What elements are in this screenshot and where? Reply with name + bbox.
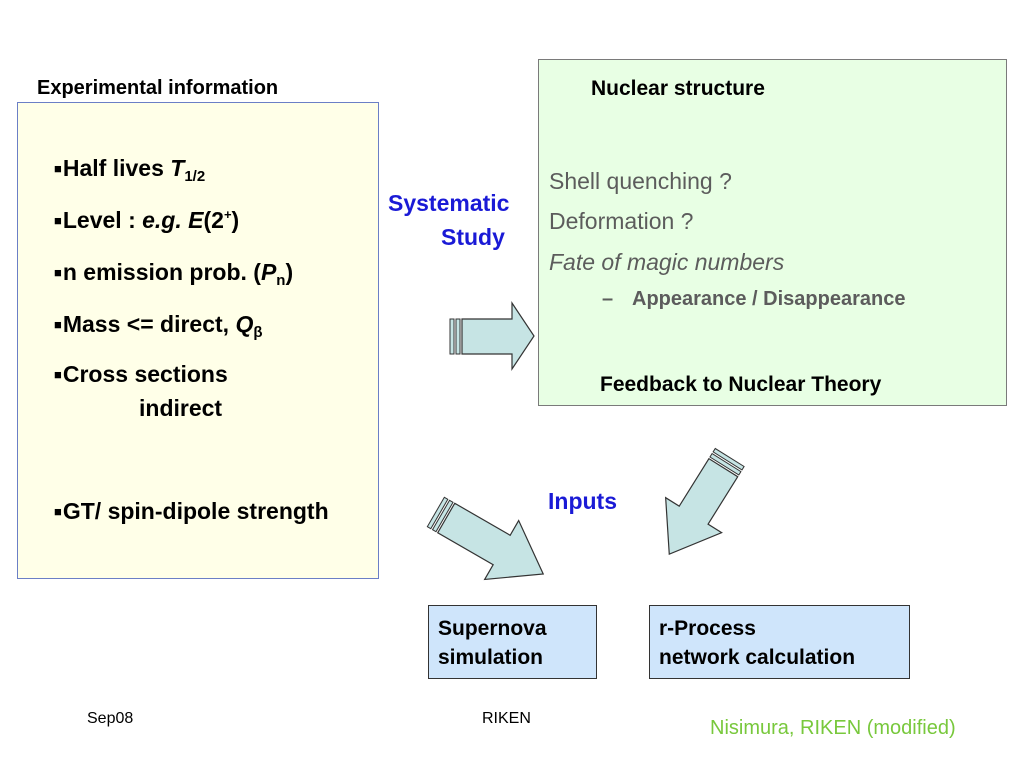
item-text: Half lives xyxy=(62,155,171,181)
item-mass: ■Mass <= direct, Qβ xyxy=(54,311,263,341)
item-n-emission: ■n emission prob. (Pn) xyxy=(54,259,293,289)
rprocess-line1: r-Process xyxy=(659,617,756,640)
bullet-square: ■ xyxy=(54,504,62,519)
item-subscript: β xyxy=(253,324,263,341)
item-text: ) xyxy=(285,259,294,285)
bullet-square: ■ xyxy=(54,265,62,280)
systematic-label: Systematic xyxy=(388,190,510,216)
arrow-right xyxy=(449,301,535,371)
magic-numbers-text: Fate of magic numbers xyxy=(549,249,785,275)
study-label: Study xyxy=(441,224,505,250)
item-symbol: P xyxy=(260,259,277,285)
footer-date: Sep08 xyxy=(87,710,134,727)
bullet-square: ■ xyxy=(54,161,62,176)
item-gt-strength: ■GT/ spin-dipole strength xyxy=(54,498,329,525)
inputs-label: Inputs xyxy=(548,488,617,514)
shell-quenching-text: Shell quenching ? xyxy=(549,168,732,194)
nuclear-structure-box xyxy=(538,59,1007,406)
footer-credit: Nisimura, RIKEN (modified) xyxy=(710,717,956,739)
bullet-square: ■ xyxy=(54,213,62,228)
subitem-text: Appearance / Disappearance xyxy=(632,288,906,310)
item-text: (2 xyxy=(203,207,224,233)
subitem-dash: – xyxy=(602,288,614,310)
nuclear-structure-title: Nuclear structure xyxy=(591,77,765,100)
deformation-text: Deformation ? xyxy=(549,208,694,234)
item-text: GT/ spin-dipole strength xyxy=(62,498,329,524)
supernova-box: Supernova simulation xyxy=(428,605,597,679)
item-text: Level : xyxy=(62,207,143,233)
item-text: n emission prob. ( xyxy=(62,259,261,285)
arrow-to-rprocess xyxy=(664,447,745,556)
rprocess-line2: network calculation xyxy=(659,646,856,669)
footer-org: RIKEN xyxy=(482,710,531,727)
item-level: ■Level : e.g. E(2+) xyxy=(54,207,239,234)
item-cross-sections-indirect: indirect xyxy=(139,395,223,421)
item-symbol: Q xyxy=(235,311,254,337)
item-symbol: e.g. E xyxy=(142,207,204,233)
experimental-heading: Experimental information xyxy=(37,77,279,99)
supernova-line1: Supernova xyxy=(438,617,547,640)
item-text: Cross sections xyxy=(62,361,228,387)
item-superscript: + xyxy=(223,207,232,222)
arrow-to-supernova xyxy=(426,496,545,581)
item-text: Mass <= direct, xyxy=(62,311,236,337)
item-text: ) xyxy=(231,207,240,233)
bullet-square: ■ xyxy=(54,367,62,382)
rprocess-box: r-Process network calculation xyxy=(649,605,910,679)
item-subscript: 1/2 xyxy=(184,168,206,185)
item-half-lives: ■Half lives T1/2 xyxy=(54,155,205,185)
feedback-text: Feedback to Nuclear Theory xyxy=(600,373,882,396)
bullet-square: ■ xyxy=(54,317,62,332)
experimental-box: ■Half lives T1/2 ■Level : e.g. E(2+) ■n … xyxy=(17,102,379,579)
item-subscript: n xyxy=(276,272,286,289)
item-cross-sections: ■Cross sections xyxy=(54,361,228,388)
supernova-line2: simulation xyxy=(438,646,544,669)
appearance-subitem: –Appearance / Disappearance xyxy=(602,288,905,311)
item-symbol: T xyxy=(170,155,185,181)
